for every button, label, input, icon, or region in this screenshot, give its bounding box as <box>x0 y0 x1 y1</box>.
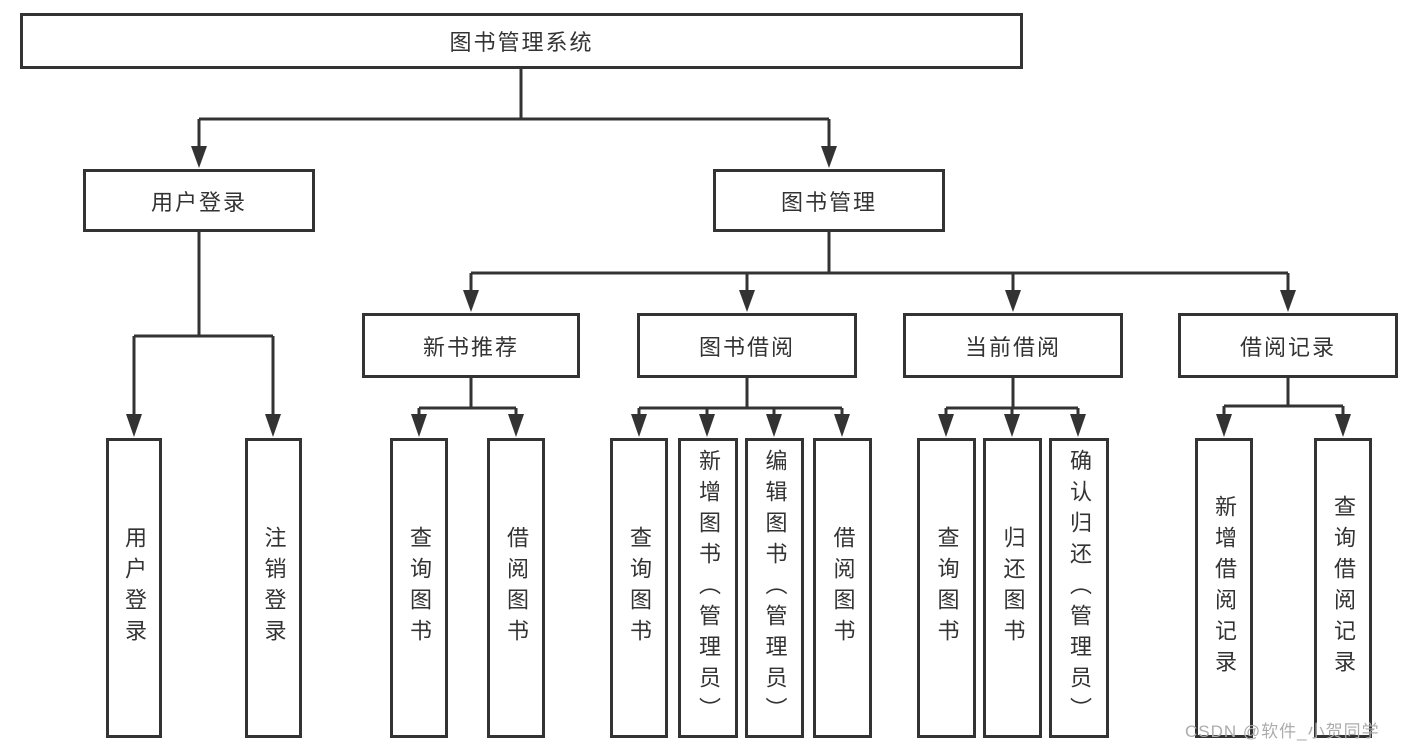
edge-current-borrow-fan <box>938 378 1086 437</box>
leaf-confirm-return-admin-label: 确认归还（管理员） <box>1067 448 1092 728</box>
leaf-add-borrow-record: 新增借阅记录 <box>1195 438 1253 738</box>
leaf-query-books-borrow: 查询图书 <box>610 438 668 738</box>
node-current-borrow: 当前借阅 <box>903 313 1123 378</box>
leaf-add-books-admin-label: 新增图书（管理员） <box>696 448 721 728</box>
edge-user-login-to-leaves <box>126 232 281 437</box>
node-root-system: 图书管理系统 <box>20 13 1023 69</box>
leaf-borrow-books-recommend-label: 借阅图书 <box>504 526 529 650</box>
leaf-add-books-admin: 新增图书（管理员） <box>678 438 738 738</box>
edge-new-book-fan <box>411 378 524 437</box>
leaf-query-books-current-label: 查询图书 <box>934 526 960 650</box>
node-borrow-record: 借阅记录 <box>1178 313 1398 378</box>
leaf-query-borrow-record: 查询借阅记录 <box>1314 438 1372 738</box>
leaf-edit-books-admin-label: 编辑图书（管理员） <box>762 448 788 728</box>
leaf-query-borrow-record-label: 查询借阅记录 <box>1331 495 1356 681</box>
leaf-edit-books-admin: 编辑图书（管理员） <box>745 438 804 738</box>
leaf-query-books-current: 查询图书 <box>917 438 976 738</box>
edge-book-borrow-fan <box>631 378 850 437</box>
leaf-user-login-label: 用户登录 <box>122 526 147 650</box>
leaf-logout-label: 注销登录 <box>261 526 287 650</box>
leaf-return-books: 归还图书 <box>983 438 1042 738</box>
leaf-borrow-books: 借阅图书 <box>813 438 872 738</box>
leaf-query-books-recommend-label: 查询图书 <box>407 526 432 650</box>
csdn-watermark: CSDN @软件_小贺同学 <box>1185 722 1380 741</box>
leaf-return-books-label: 归还图书 <box>1000 526 1026 650</box>
node-user-login: 用户登录 <box>83 169 315 232</box>
leaf-query-books-recommend: 查询图书 <box>390 438 448 738</box>
leaf-confirm-return-admin: 确认归还（管理员） <box>1049 438 1109 738</box>
leaf-logout: 注销登录 <box>245 438 302 738</box>
leaf-user-login: 用户登录 <box>106 438 162 738</box>
leaf-add-borrow-record-label: 新增借阅记录 <box>1212 495 1237 681</box>
edge-book-mgmt-to-level3 <box>463 232 1296 312</box>
node-book-borrow: 图书借阅 <box>637 313 857 378</box>
edge-borrow-record-fan <box>1216 378 1351 437</box>
edge-root-to-level2 <box>191 69 837 168</box>
leaf-query-books-borrow-label: 查询图书 <box>627 526 652 650</box>
leaf-borrow-books-label: 借阅图书 <box>830 526 856 650</box>
node-new-book-recommend: 新书推荐 <box>362 313 580 378</box>
leaf-borrow-books-recommend: 借阅图书 <box>487 438 545 738</box>
node-book-management: 图书管理 <box>713 169 945 232</box>
